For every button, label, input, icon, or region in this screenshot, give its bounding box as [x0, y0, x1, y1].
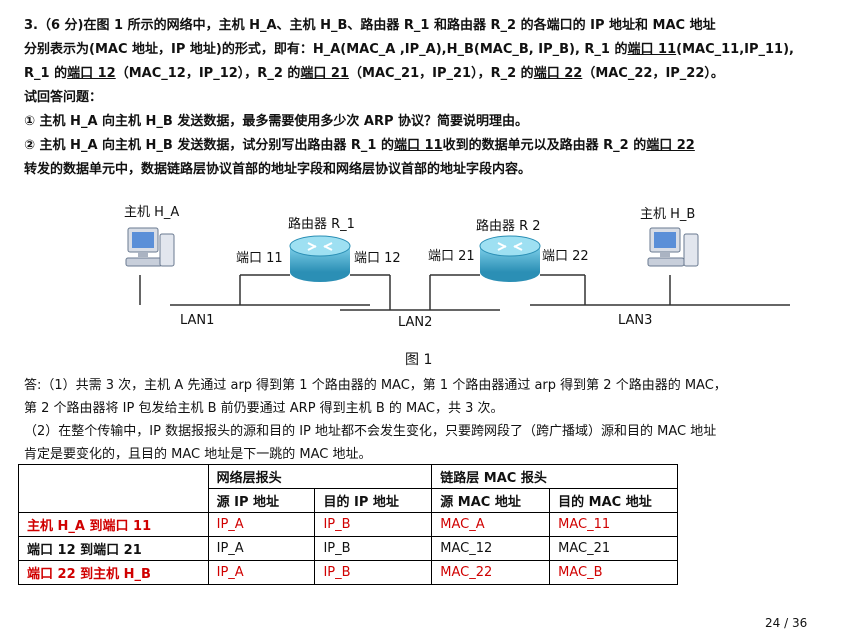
- port21-label: 端口 21: [428, 249, 475, 264]
- page-number: 24 / 36: [765, 616, 808, 630]
- col-src-mac-header: 源 MAC 地址: [431, 488, 551, 513]
- cell-src-ip: IP_A: [207, 512, 316, 537]
- question-line-6: ② 主机 H_A 向主机 H_B 发送数据，试分别写出路由器 R_1 的端口 1…: [24, 138, 695, 153]
- cell-src-mac: MAC_A: [431, 512, 551, 537]
- port11-label: 端口 11: [236, 251, 283, 266]
- cell-src-mac: MAC_12: [431, 536, 551, 561]
- answer-line-2: 第 2 个路由器将 IP 包发给主机 B 前仍要通过 ARP 得到主机 B 的 …: [24, 401, 504, 416]
- cell-src-ip: IP_A: [207, 560, 316, 585]
- computer-icon: [125, 227, 175, 267]
- question-line-3: R_1 的端口 12（MAC_12，IP_12），R_2 的端口 21（MAC_…: [24, 66, 724, 81]
- answer-block: 答:（1）共需 3 次，主机 A 先通过 arp 得到第 1 个路由器的 MAC…: [24, 374, 844, 466]
- answer-line-1: 答:（1）共需 3 次，主机 A 先通过 arp 得到第 1 个路由器的 MAC…: [24, 378, 727, 393]
- cell-dst-ip: IP_B: [314, 536, 433, 561]
- row-label: 端口 12 到端口 21: [18, 536, 209, 561]
- lan3-label: LAN3: [618, 313, 652, 328]
- host-a-label: 主机 H_A: [124, 205, 179, 220]
- question-line-4: 试回答问题：: [24, 90, 103, 105]
- group-network-header: 网络层报头: [207, 464, 433, 489]
- cell-dst-mac: MAC_21: [549, 536, 678, 561]
- row-label: 端口 22 到主机 H_B: [18, 560, 209, 585]
- cell-dst-ip: IP_B: [314, 512, 433, 537]
- table-corner-cell: [18, 464, 209, 513]
- lan1-label: LAN1: [180, 313, 214, 328]
- cell-dst-mac: MAC_B: [549, 560, 678, 585]
- header-fields-table: 网络层报头 链路层 MAC 报头 源 IP 地址 目的 IP 地址 源 MAC …: [18, 464, 678, 585]
- group-link-header: 链路层 MAC 报头: [431, 464, 678, 489]
- table-row: 主机 H_A 到端口 11 IP_A IP_B MAC_A MAC_11: [18, 512, 678, 537]
- table-row: 端口 12 到端口 21 IP_A IP_B MAC_12 MAC_21: [18, 536, 678, 561]
- cell-src-mac: MAC_22: [431, 560, 551, 585]
- col-dst-mac-header: 目的 MAC 地址: [549, 488, 678, 513]
- col-src-ip-header: 源 IP 地址: [207, 488, 316, 513]
- lan-lines: [139, 274, 790, 311]
- router-icon: [289, 235, 351, 282]
- figure-caption: 图 1: [405, 352, 433, 368]
- cell-src-ip: IP_A: [207, 536, 316, 561]
- answer-line-4: 肯定是要变化的，且目的 MAC 地址是下一跳的 MAC 地址。: [24, 447, 372, 462]
- question-line-5: ① 主机 H_A 向主机 H_B 发送数据，最多需要使用多少次 ARP 协议？简…: [24, 114, 529, 129]
- question-block: 3.（6 分)在图 1 所示的网络中，主机 H_A、主机 H_B、路由器 R_1…: [24, 14, 844, 182]
- router1-label: 路由器 R_1: [288, 216, 355, 232]
- lan2-label: LAN2: [398, 315, 432, 330]
- question-line-2: 分别表示为(MAC 地址，IP 地址)的形式，即有：H_A(MAC_A ,IP_…: [24, 42, 794, 57]
- router-icon: [479, 235, 541, 282]
- port22-label: 端口 22: [542, 249, 589, 264]
- host-b-label: 主机 H_B: [640, 207, 695, 222]
- port12-label: 端口 12: [354, 251, 401, 266]
- col-dst-ip-header: 目的 IP 地址: [314, 488, 433, 513]
- row-label: 主机 H_A 到端口 11: [18, 512, 209, 537]
- answer-line-3: （2）在整个传输中，IP 数据报报头的源和目的 IP 地址都不会发生变化，只要跨…: [24, 424, 717, 439]
- table-row: 端口 22 到主机 H_B IP_A IP_B MAC_22 MAC_B: [18, 560, 678, 585]
- computer-icon: [647, 227, 699, 267]
- network-diagram: 主机 H_A 路由器 R_1 端口 11 端口 12 路由器 R 2 端口 21…: [124, 205, 790, 330]
- cell-dst-mac: MAC_11: [549, 512, 678, 537]
- cell-dst-ip: IP_B: [314, 560, 433, 585]
- question-line-1: 3.（6 分)在图 1 所示的网络中，主机 H_A、主机 H_B、路由器 R_1…: [24, 18, 716, 33]
- router2-label: 路由器 R 2: [476, 218, 541, 234]
- question-line-7: 转发的数据单元中，数据链路层协议首部的地址字段和网络层协议首部的地址字段内容。: [24, 162, 532, 177]
